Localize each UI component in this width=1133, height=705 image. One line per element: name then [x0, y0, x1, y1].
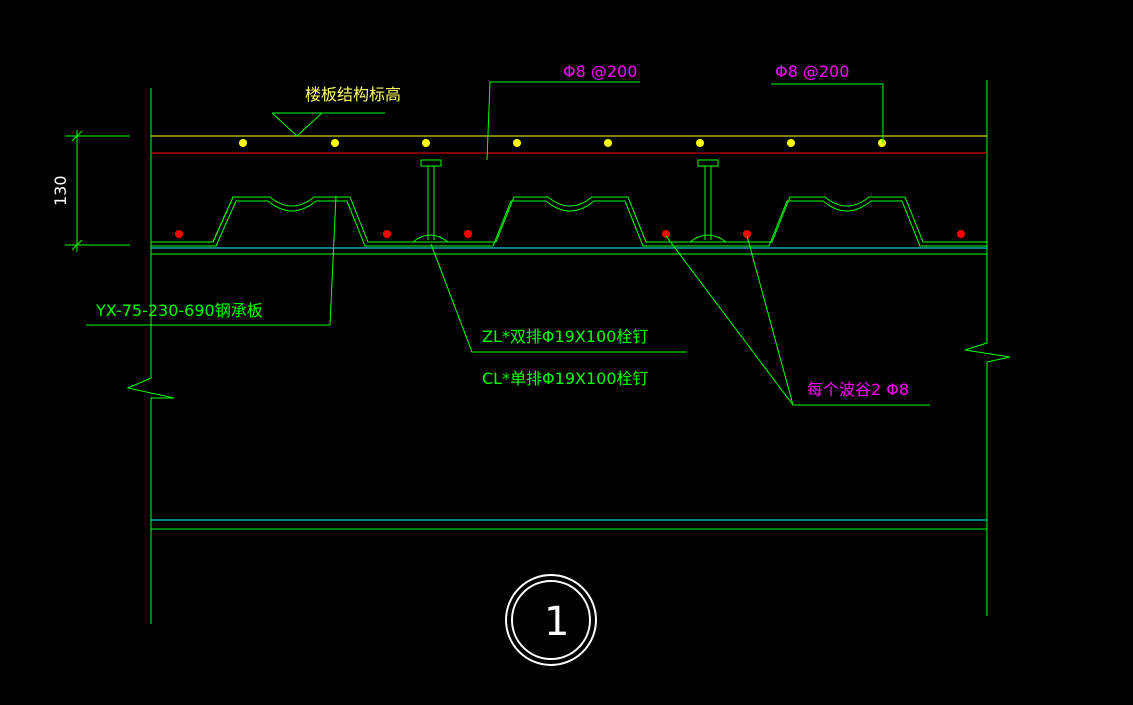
stud-leader — [430, 243, 687, 353]
deck-label: YX-75-230-690钢承板 — [95, 301, 263, 320]
detail-number-circle — [505, 574, 597, 666]
rebar-leader-left — [486, 81, 640, 161]
stud-label-zl: ZL*双排Φ19X100栓钉 — [482, 327, 648, 346]
wave-rebar-leader — [665, 235, 930, 406]
top-rebar-dots — [239, 139, 886, 147]
right-boundary — [964, 80, 1011, 616]
dimension-130 — [65, 130, 130, 252]
rebar-leader-right — [771, 83, 884, 143]
rebar-label-right: Φ8 @200 — [775, 62, 849, 81]
bottom-rebar-dots — [175, 230, 965, 238]
wave-rebar-label: 每个波谷2 Φ8 — [807, 380, 909, 399]
shear-stud-2 — [697, 159, 719, 240]
deck-leader — [86, 195, 337, 326]
rebar-label-left: Φ8 @200 — [563, 62, 637, 81]
left-boundary — [126, 88, 175, 624]
steel-deck-profile — [151, 196, 987, 247]
detail-number: 1 — [544, 599, 569, 645]
floor-level-label: 楼板结构标高 — [305, 85, 401, 104]
dimension-text: 130 — [51, 175, 70, 206]
shear-stud-1 — [420, 159, 442, 240]
stud-label-cl: CL*单排Φ19X100栓钉 — [482, 369, 649, 388]
floor-level-marker — [271, 112, 385, 137]
